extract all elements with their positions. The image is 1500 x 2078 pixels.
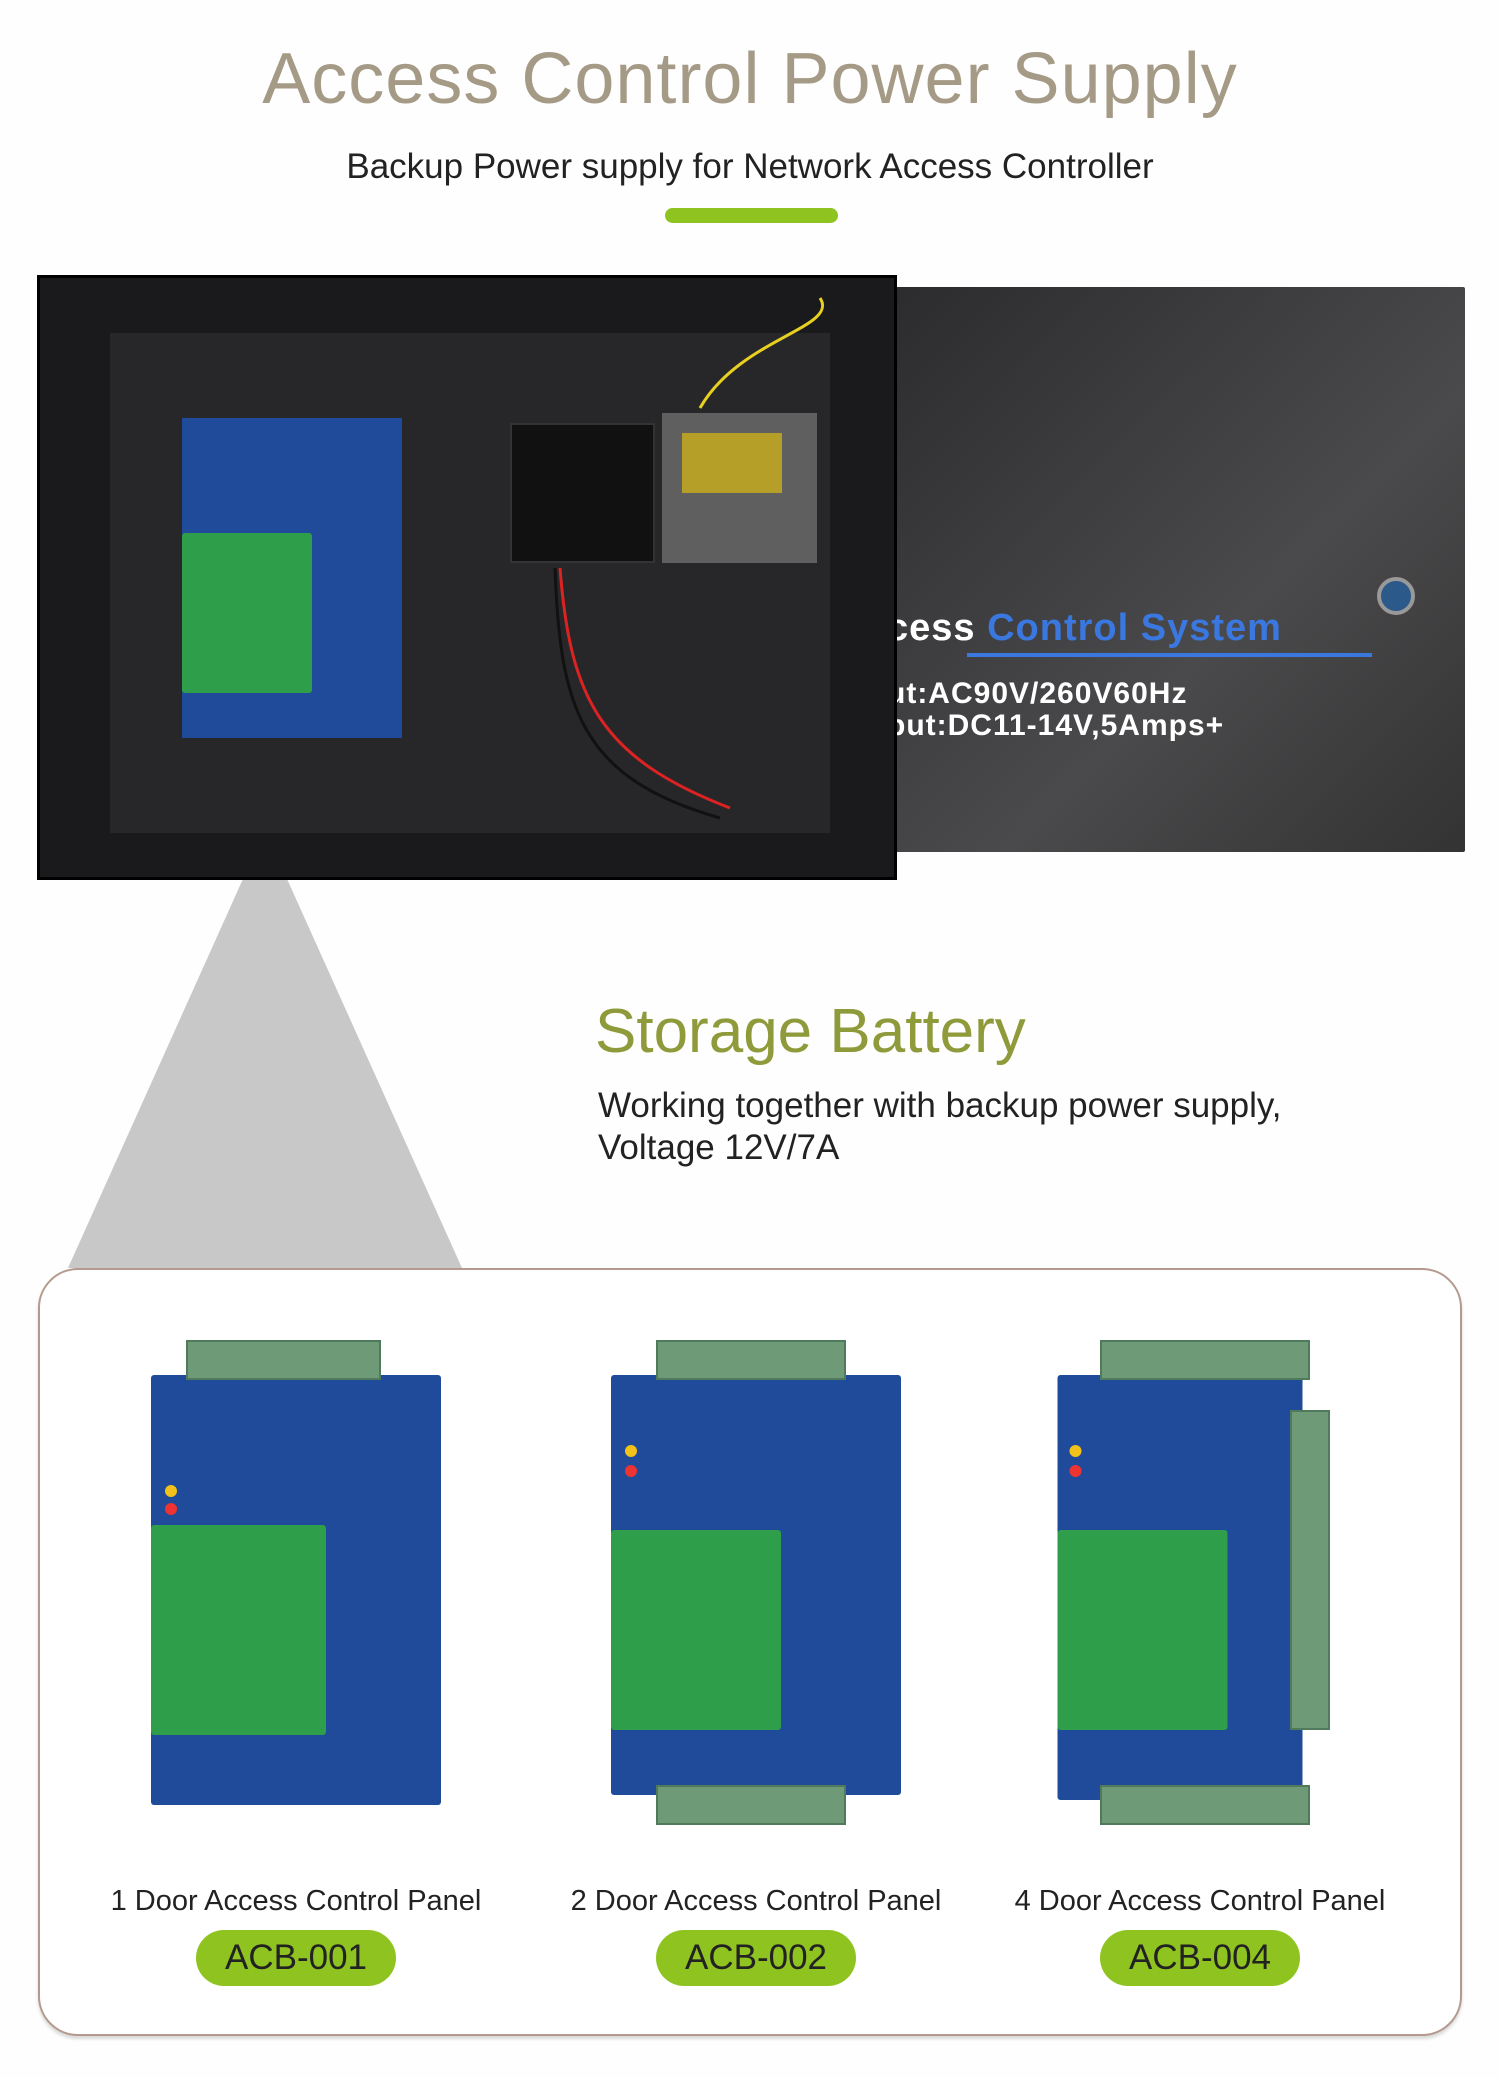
power-supply-photo: cess Control System ut:AC90V/260V60Hz pu… — [37, 275, 1465, 881]
product-image — [1057, 1375, 1303, 1800]
model-badge[interactable]: ACB-001 — [196, 1930, 396, 1986]
lid-brand-text: cess — [887, 607, 988, 649]
product-image — [151, 1375, 441, 1805]
psu-cover — [662, 413, 817, 563]
products-panel: 1 Door Access Control Panel ACB-001 2 Do… — [38, 1268, 1462, 2036]
lock-icon — [1377, 577, 1415, 615]
model-badge[interactable]: ACB-002 — [656, 1930, 856, 1986]
page-title: Access Control Power Supply — [262, 39, 1238, 119]
controller-board — [182, 418, 402, 738]
battery-title: Storage Battery — [595, 997, 1026, 1066]
product-label: 4 Door Access Control Panel — [1014, 1885, 1386, 1917]
lid-output-spec: put:DC11-14V,5Amps+ — [887, 709, 1225, 742]
accent-bar — [665, 208, 838, 223]
power-wires — [553, 297, 824, 820]
psu-board — [510, 423, 655, 563]
page-subtitle: Backup Power supply for Network Access C… — [346, 147, 1154, 186]
product-label: 2 Door Access Control Panel — [570, 1885, 942, 1917]
lid-input-spec: ut:AC90V/260V60Hz — [887, 677, 1188, 710]
product-label: 1 Door Access Control Panel — [110, 1885, 482, 1917]
model-badge[interactable]: ACB-004 — [1100, 1930, 1300, 1986]
enclosure-box — [37, 275, 897, 880]
battery-description: Working together with backup power suppl… — [598, 1086, 1282, 1167]
product-image — [611, 1375, 901, 1795]
enclosure-lid: cess Control System ut:AC90V/260V60Hz pu… — [877, 287, 1465, 852]
lid-brand-text-blue: Control System — [987, 607, 1282, 649]
